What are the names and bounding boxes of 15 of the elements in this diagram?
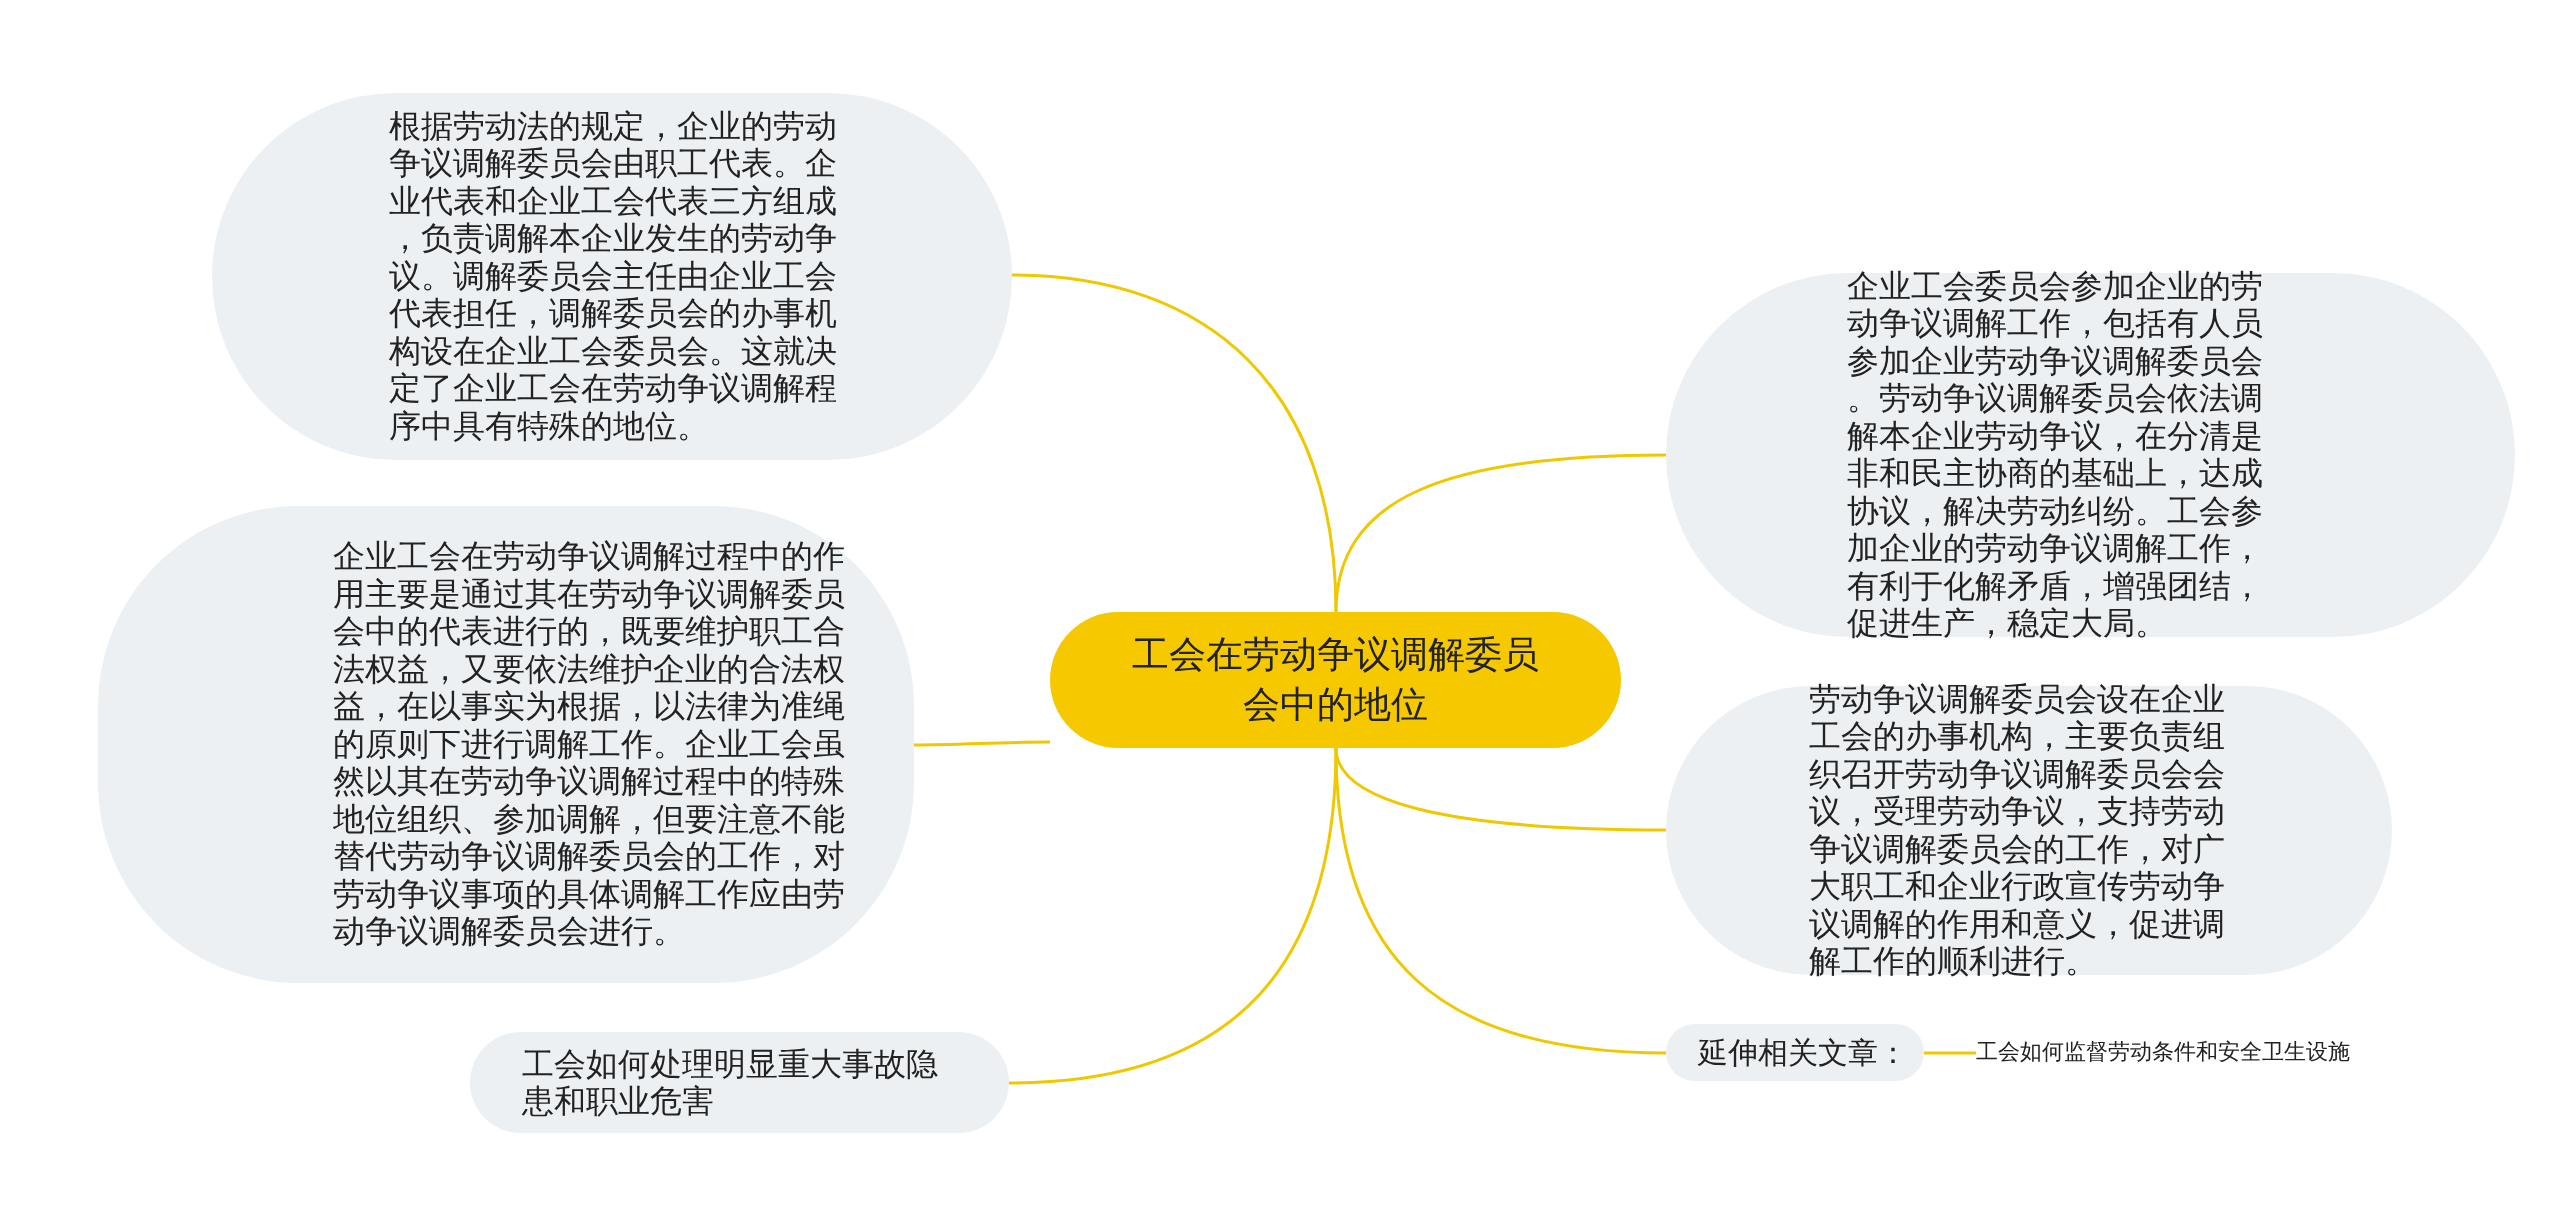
connector-line xyxy=(914,740,1050,747)
topic-text: 企业工会在劳动争议调解过程中的作用主要是通过其在劳动争议调解委员会中的代表进行的，既要维护职工合法权益，又要依法维护企业的合法权益，在以事实为根据，以法律为准绳的原则下进行调解工作。企业工会虽然以其在劳动争议调解过程中的特殊地位组织、参加调解，但要注意不能替代劳动争议调解委员会的工作，对劳动争议事项的具体调解工作应由劳动争议调解委员会进行。 xyxy=(333,538,846,951)
topic-box xyxy=(1666,1024,1924,1081)
topic-text: 企业工会委员会参加企业的劳动争议调解工作，包括有人员参加企业劳动争议调解委员会。劳动争议调解委员会依法调解本企业劳动争议，在分清是非和民主协商的基础上，达成协议，解决劳动纠纷。工会参加企业的劳动争议调解工作，有利于化解矛盾，增强团结，促进生产，稳定大局。 xyxy=(1847,267,2264,643)
link-text: 工会如何监督劳动条件和安全卫生设施 xyxy=(1976,1038,2351,1066)
topic-text: 劳动争议调解委员会设在企业工会的办事机构，主要负责组织召开劳动争议调解委员会会议，受理劳动争议，支持劳动争议调解委员会的工作，对广大职工和企业行政宣传劳动争议调解的作用和意义，促进调解工作的顺利进行。 xyxy=(1809,680,2226,981)
connector-line xyxy=(1008,747,1338,1085)
topic-text: 根据劳动法的规定，企业的劳动争议调解委员会由职工代表。企业代表和企业工会代表三方组成，负责调解本企业发生的劳动争议。调解委员会主任由企业工会代表担任，调解委员会的办事机构设在企业工会委员会。这就决定了企业工会在劳动争议调解程序中具有特殊的地位。 xyxy=(389,107,838,446)
connector-line xyxy=(1334,453,1667,613)
topic-text: 工会在劳动争议调解委员会中的地位 xyxy=(1131,632,1540,728)
connector-line xyxy=(1924,1051,1976,1055)
topic-text: 工会如何处理明显重大事故隐患和职业危害 xyxy=(522,1045,939,1120)
topic-text: 延伸相关文章： xyxy=(1698,1034,1908,1071)
connector-line xyxy=(1011,273,1338,613)
connector-line xyxy=(1334,747,1667,1055)
